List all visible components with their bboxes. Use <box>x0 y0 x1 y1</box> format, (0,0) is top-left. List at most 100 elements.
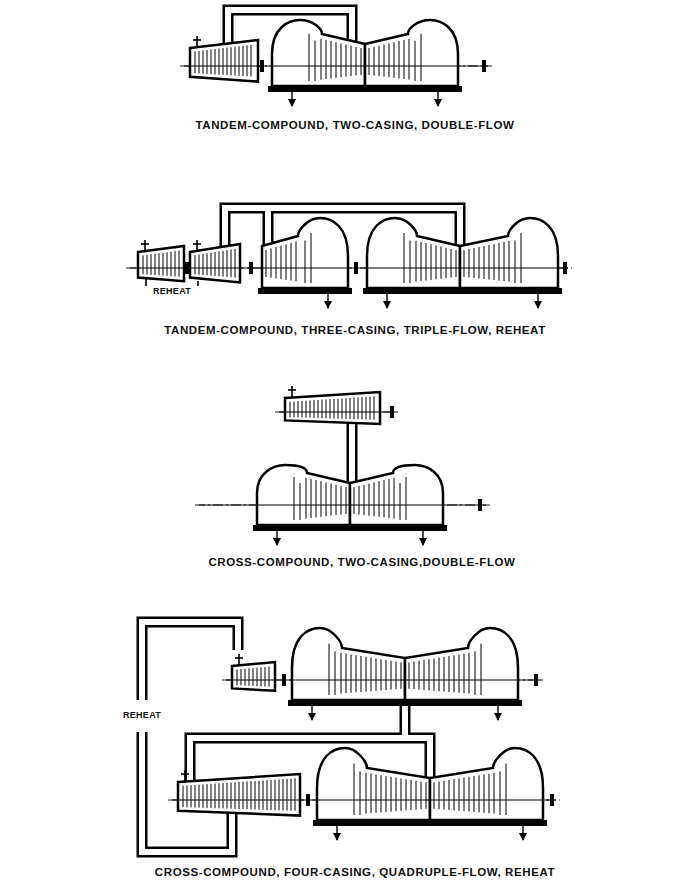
blade-row <box>309 34 310 81</box>
inlet-valve <box>193 39 201 41</box>
blade-row <box>287 779 288 811</box>
blade-row <box>366 657 367 692</box>
blade-row <box>394 42 395 78</box>
steam-inlet <box>196 240 198 251</box>
blade-row <box>416 781 417 810</box>
blade-row <box>351 46 352 76</box>
blade-row <box>276 247 277 278</box>
blade-row <box>376 658 377 690</box>
pipe-outline <box>400 702 411 738</box>
blade-row <box>243 782 244 809</box>
blade-row <box>404 40 405 79</box>
blade-row <box>211 253 212 276</box>
blade-row <box>366 397 367 420</box>
hp-casing <box>232 662 275 691</box>
steam-inlet <box>196 36 198 47</box>
casing-base <box>401 700 522 706</box>
blade-row <box>410 241 411 284</box>
blade-row <box>326 482 327 516</box>
lp-casing <box>430 748 543 820</box>
casing-base <box>258 288 352 294</box>
blade-row <box>361 48 362 75</box>
reheat-lead <box>145 279 147 286</box>
blade-row <box>159 253 160 275</box>
blade-row <box>360 771 361 815</box>
flow-arrow <box>522 824 523 840</box>
blade-row <box>484 246 485 279</box>
blade-row <box>195 51 196 73</box>
blade-row <box>227 783 228 809</box>
blade-row <box>384 480 385 517</box>
blade-row <box>436 245 437 279</box>
blade-row <box>400 483 401 520</box>
lp-casing <box>292 628 405 700</box>
blade-row <box>444 781 445 810</box>
blade-row <box>374 396 375 419</box>
blade-row <box>279 779 280 810</box>
blade-row <box>187 785 188 807</box>
lp-casing <box>262 218 348 288</box>
hp-casing <box>285 392 380 424</box>
blade-row <box>386 660 387 690</box>
lp-casing <box>350 465 443 525</box>
shaft-coupling <box>390 406 394 418</box>
blade-row <box>515 241 516 284</box>
flow-arrow <box>437 90 438 106</box>
center-line <box>222 680 545 681</box>
blade-row <box>326 399 327 418</box>
blade-row <box>416 241 417 282</box>
blade-row <box>199 255 200 275</box>
flow-arrow <box>311 704 312 720</box>
blade-row <box>199 785 200 808</box>
lp-casing <box>272 20 365 86</box>
blade-row <box>424 660 425 690</box>
blade-row <box>391 777 392 812</box>
blade-row <box>237 670 238 686</box>
blade-row <box>454 655 455 692</box>
steam-inlet <box>144 240 146 251</box>
blade-row <box>155 254 156 275</box>
blade-row <box>401 662 402 688</box>
arrangement-caption: CROSS-COMPOUND, TWO-CASING,DOUBLE-FLOW <box>208 556 515 569</box>
inlet-valve <box>288 389 296 391</box>
blade-row <box>391 661 392 690</box>
blade-row <box>494 244 495 280</box>
axis-layer <box>126 66 572 800</box>
blade-row <box>404 233 405 283</box>
blade-row <box>362 397 363 419</box>
blade-row <box>364 485 365 515</box>
blade-row <box>211 784 212 808</box>
casing-base <box>253 525 354 531</box>
lp-casing <box>365 20 458 86</box>
blade-row <box>219 783 220 808</box>
blade-row <box>464 778 465 812</box>
blade-row <box>358 397 359 419</box>
blade-row <box>291 243 292 281</box>
blade-row <box>311 233 312 283</box>
flow-arrow <box>386 292 387 308</box>
blade-row <box>241 669 242 685</box>
casing-base <box>426 820 547 826</box>
blade-row <box>331 41 332 78</box>
blade-row <box>454 779 455 810</box>
blade-row <box>306 401 307 418</box>
blade-row <box>315 41 316 81</box>
casing-layer <box>138 20 562 826</box>
blade-row <box>346 398 347 419</box>
blade-row <box>449 656 450 692</box>
blade-row <box>294 401 295 417</box>
inlet-valve <box>235 657 243 659</box>
blade-row <box>509 241 510 282</box>
shaft <box>172 799 556 800</box>
blade-row <box>215 252 216 276</box>
blade-row <box>147 255 148 275</box>
hp-casing <box>178 774 300 816</box>
blade-row <box>350 398 351 419</box>
blade-row <box>203 50 204 73</box>
blade-row <box>298 401 299 417</box>
blade-row <box>371 658 372 692</box>
blade-row <box>469 249 470 277</box>
blade-row <box>269 667 270 687</box>
